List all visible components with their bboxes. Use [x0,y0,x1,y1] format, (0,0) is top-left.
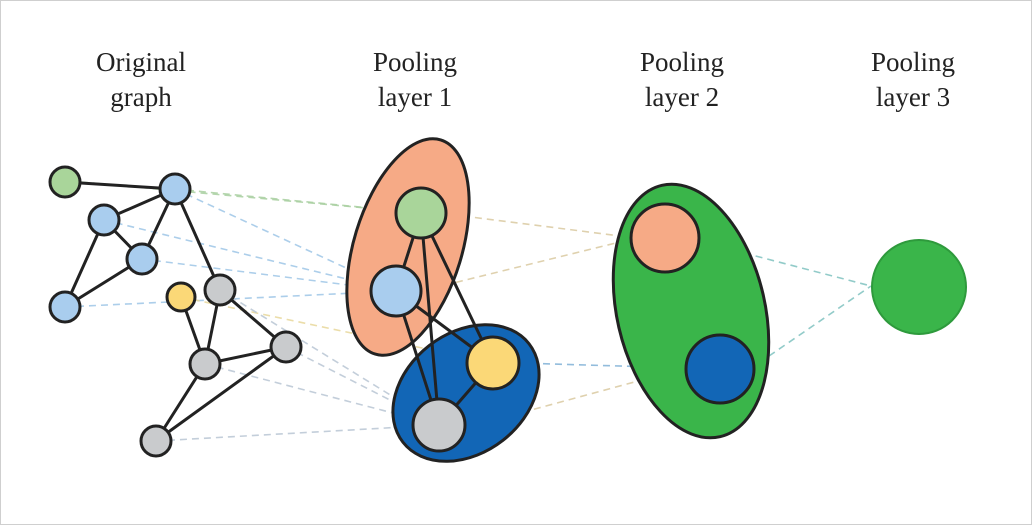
map-line [768,285,872,357]
graph-node-gray [203,273,237,307]
pooling-layer-2-title: Pooling layer 2 [639,47,725,112]
layer2-green-cluster [611,182,771,440]
layer1-node-yellow [465,335,521,391]
map-line [462,215,637,239]
map-line [64,290,397,308]
map-line [80,181,422,214]
map-line [285,346,440,426]
layer2-node-blue [684,333,756,405]
map-line [420,237,637,292]
layer2-node-salmon [629,202,701,274]
original-graph-title: Original graph [96,47,186,112]
original-graph-nodes [48,165,303,458]
graph-node-blue [87,203,121,237]
layer1-node-blue [369,264,423,318]
map-line [141,258,397,292]
graph-node-blue [125,242,159,276]
graph-edge [419,211,495,365]
pooling-layer-1-title: Pooling layer 1 [372,47,458,112]
dashed-mappings-layer2-to-layer3 [743,252,872,357]
map-line [204,363,440,426]
layer1-node-green [394,186,448,240]
graph-edge [173,187,222,292]
graph-node-gray [269,330,303,364]
graph-node-gray [188,347,222,381]
map-line [518,362,687,369]
graph-node-blue [48,290,82,324]
layer1-nodes [369,186,521,453]
map-line [219,289,440,426]
graph-node-green [48,165,82,199]
graph-edge [419,211,441,427]
map-line [174,188,397,292]
graph-node-blue [158,172,192,206]
graph-edge [154,345,288,443]
layer1-node-gray [411,397,467,453]
pooling-layer-3-title: Pooling layer 3 [870,47,956,112]
graph-node-yellow [165,281,197,313]
graph-node-gray [139,424,173,458]
map-line [103,219,397,292]
graph-edge [63,180,177,191]
map-line [743,252,872,287]
layer3-node-green [871,239,967,335]
